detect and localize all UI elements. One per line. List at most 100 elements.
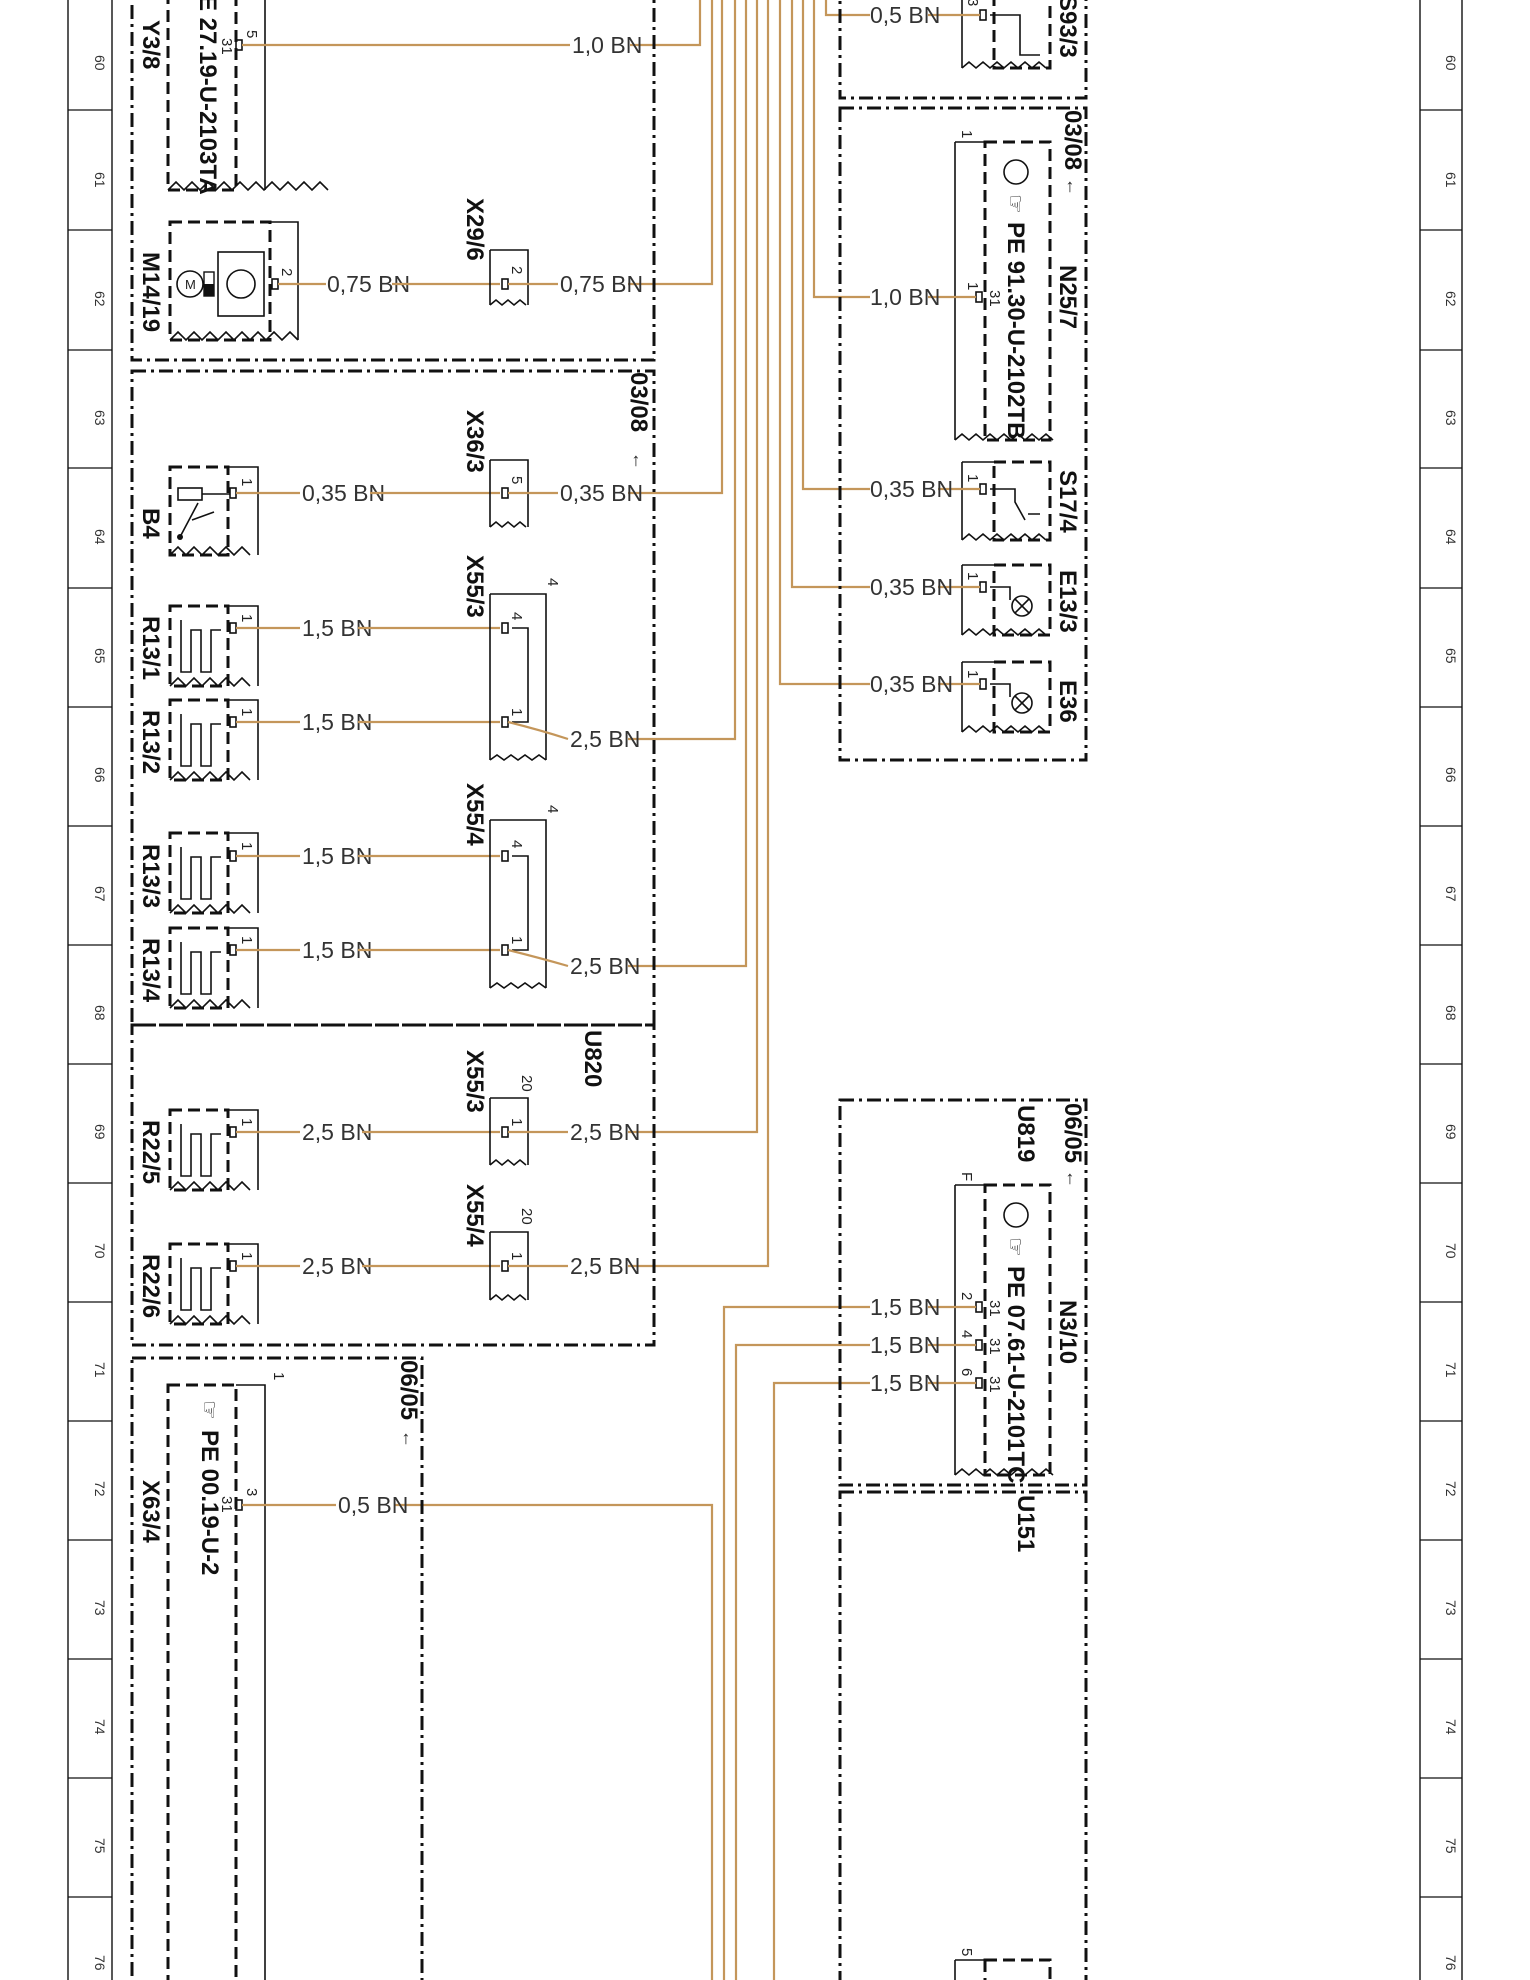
grid-row-label: 68: [1443, 1005, 1459, 1021]
wire-label: 0,35 BN: [870, 476, 953, 502]
pin-number: 2: [278, 268, 295, 276]
connector-label: X55/4: [461, 1184, 488, 1247]
module-frame-u819: [838, 1098, 1088, 1487]
pin-number: 2: [958, 1292, 975, 1300]
component-label: X63/4: [137, 1480, 164, 1543]
component-r131: R13/1 1 1,5 BN: [137, 604, 500, 688]
svg-text:M: M: [185, 277, 196, 292]
grid-row-label: 69: [92, 1124, 108, 1140]
pin-number: 1: [508, 1118, 525, 1126]
pe-reference: PE 91.30-U-2102TB: [1002, 222, 1029, 439]
hand-pointer-icon: ☞: [197, 1400, 222, 1420]
component-label: S93/3: [1054, 0, 1081, 58]
ref-arrow-icon: ←: [399, 1430, 419, 1448]
connector-x296: X29/6 2 0,75 BN: [461, 198, 643, 307]
module-frame-lower-left: [130, 369, 656, 1027]
grid-row-label: 63: [92, 410, 108, 426]
pin-number: 31: [218, 38, 235, 55]
transistor-icon: [226, 269, 256, 299]
grid-row-label: 71: [1443, 1362, 1459, 1378]
connector-x553-a: X55/3 4 4 1 2,5 BN: [461, 555, 640, 761]
component-n257: 1 ☞ PE 91.30-U-2102TB N25/7 1 31 1,0 BN: [870, 130, 1081, 442]
module-frame-right-mid: [838, 106, 1088, 762]
pin-number: 3: [243, 1488, 260, 1496]
pin-number: 1: [238, 478, 255, 486]
pin-number: 4: [508, 840, 525, 848]
wire-label: 2,5 BN: [570, 1253, 640, 1279]
sensor-icon: [177, 487, 203, 501]
grid-row-label: 61: [1443, 172, 1459, 188]
heater-element-icon: [180, 1258, 221, 1311]
grid-row-label: 62: [1443, 291, 1459, 307]
transistor-icon: [1003, 1202, 1029, 1228]
pin-number: 5: [958, 1948, 975, 1956]
heater-element-icon: [180, 1124, 221, 1177]
wire-label: 1,5 BN: [870, 1332, 940, 1358]
lamp-icon: [1011, 692, 1033, 714]
switch-icon: [990, 488, 1040, 521]
left-grid-ruler: 60 61 62 63 64 65 66 67 68 69 70 71 72 7…: [67, 0, 113, 1980]
wire-label: 0,35 BN: [870, 671, 953, 697]
hand-pointer-icon: ☞: [1003, 194, 1028, 214]
pin-number: 31: [986, 290, 1003, 307]
grid-row-label: 74: [92, 1719, 108, 1735]
component-x634: 1 ☞ PE 00.19-U-2 X63/4 3 31 0,5 BN: [137, 1372, 408, 1980]
grid-row-label: 64: [1443, 529, 1459, 545]
component-e133: E13/3 1 0,35 BN: [870, 563, 1081, 637]
grid-row-label: 66: [92, 767, 108, 783]
component-e36: E36 1 0,35 BN: [870, 660, 1081, 734]
connector-x554-a: X55/4 4 4 1 2,5 BN: [461, 783, 640, 989]
page-ref-0308: 03/08: [625, 372, 652, 432]
pin-number: 20: [518, 1208, 535, 1225]
ref-arrow-icon: ←: [1063, 1170, 1083, 1188]
heater-element-icon: [180, 942, 221, 995]
grid-row-label: 76: [92, 1955, 108, 1971]
wire-label: 0,35 BN: [870, 574, 953, 600]
pin-number: 4: [508, 612, 525, 620]
component-label: B4: [137, 508, 164, 539]
grid-row-label: 72: [1443, 1481, 1459, 1497]
wire-label: 1,0 BN: [870, 284, 940, 310]
pin-number: 1: [964, 474, 981, 482]
component-label: R22/6: [137, 1254, 164, 1318]
connector-x554-b: X55/4 20 1 2,5 BN: [461, 1184, 640, 1302]
component-n310: F ☞ PE 07.61-U-2101TC N3/10 2 31 1,5 BN …: [870, 1172, 1081, 1483]
module-label-u820: U820: [579, 1030, 606, 1087]
module-frame-u820: [130, 1023, 656, 1347]
heater-element-icon: [180, 714, 221, 767]
grid-row-label: 67: [1443, 886, 1459, 902]
pin-number: 3: [964, 0, 981, 6]
heater-element-icon: [180, 620, 221, 673]
page-ref-0605: 06/05: [395, 1360, 422, 1420]
grid-row-label: 61: [92, 172, 108, 188]
pin-number: 5: [243, 30, 260, 38]
grid-row-label: 67: [92, 886, 108, 902]
pin-number: 1: [964, 572, 981, 580]
component-m1419: M M14/19 2 0,75 BN: [137, 220, 500, 342]
component-label: N3/10: [1054, 1300, 1081, 1364]
pin-number: 5: [508, 476, 525, 484]
grid-row-label: 65: [1443, 648, 1459, 664]
grid-row-label: 70: [92, 1243, 108, 1259]
pin-number: 2: [508, 266, 525, 274]
grid-row-label: 60: [92, 55, 108, 71]
pin-number: 1: [508, 1252, 525, 1260]
pin-number: 1: [238, 936, 255, 944]
component-label: R13/4: [137, 938, 164, 1003]
grid-row-label: 75: [1443, 1838, 1459, 1854]
wire-label: 1,5 BN: [870, 1370, 940, 1396]
module-frame-x634: [130, 1356, 424, 1980]
component-s933: S93/3 3 0,5 BN: [870, 0, 1081, 70]
pin-number: 1: [964, 670, 981, 678]
connector-x553-b: X55/3 20 1 2,5 BN: [461, 1050, 640, 1167]
page-ref-0605: 06/05: [1059, 1103, 1086, 1163]
pin-number: 31: [218, 1496, 235, 1513]
component-label: E36: [1054, 680, 1081, 723]
wire-label: 2,5 BN: [570, 953, 640, 979]
module-label-u819: U819: [1012, 1105, 1039, 1162]
component-r134: R13/4 1 1,5 BN: [137, 926, 500, 1010]
pin-number: 20: [518, 1075, 535, 1092]
grid-row-label: 65: [92, 648, 108, 664]
grid-row-label: 74: [1443, 1719, 1459, 1735]
